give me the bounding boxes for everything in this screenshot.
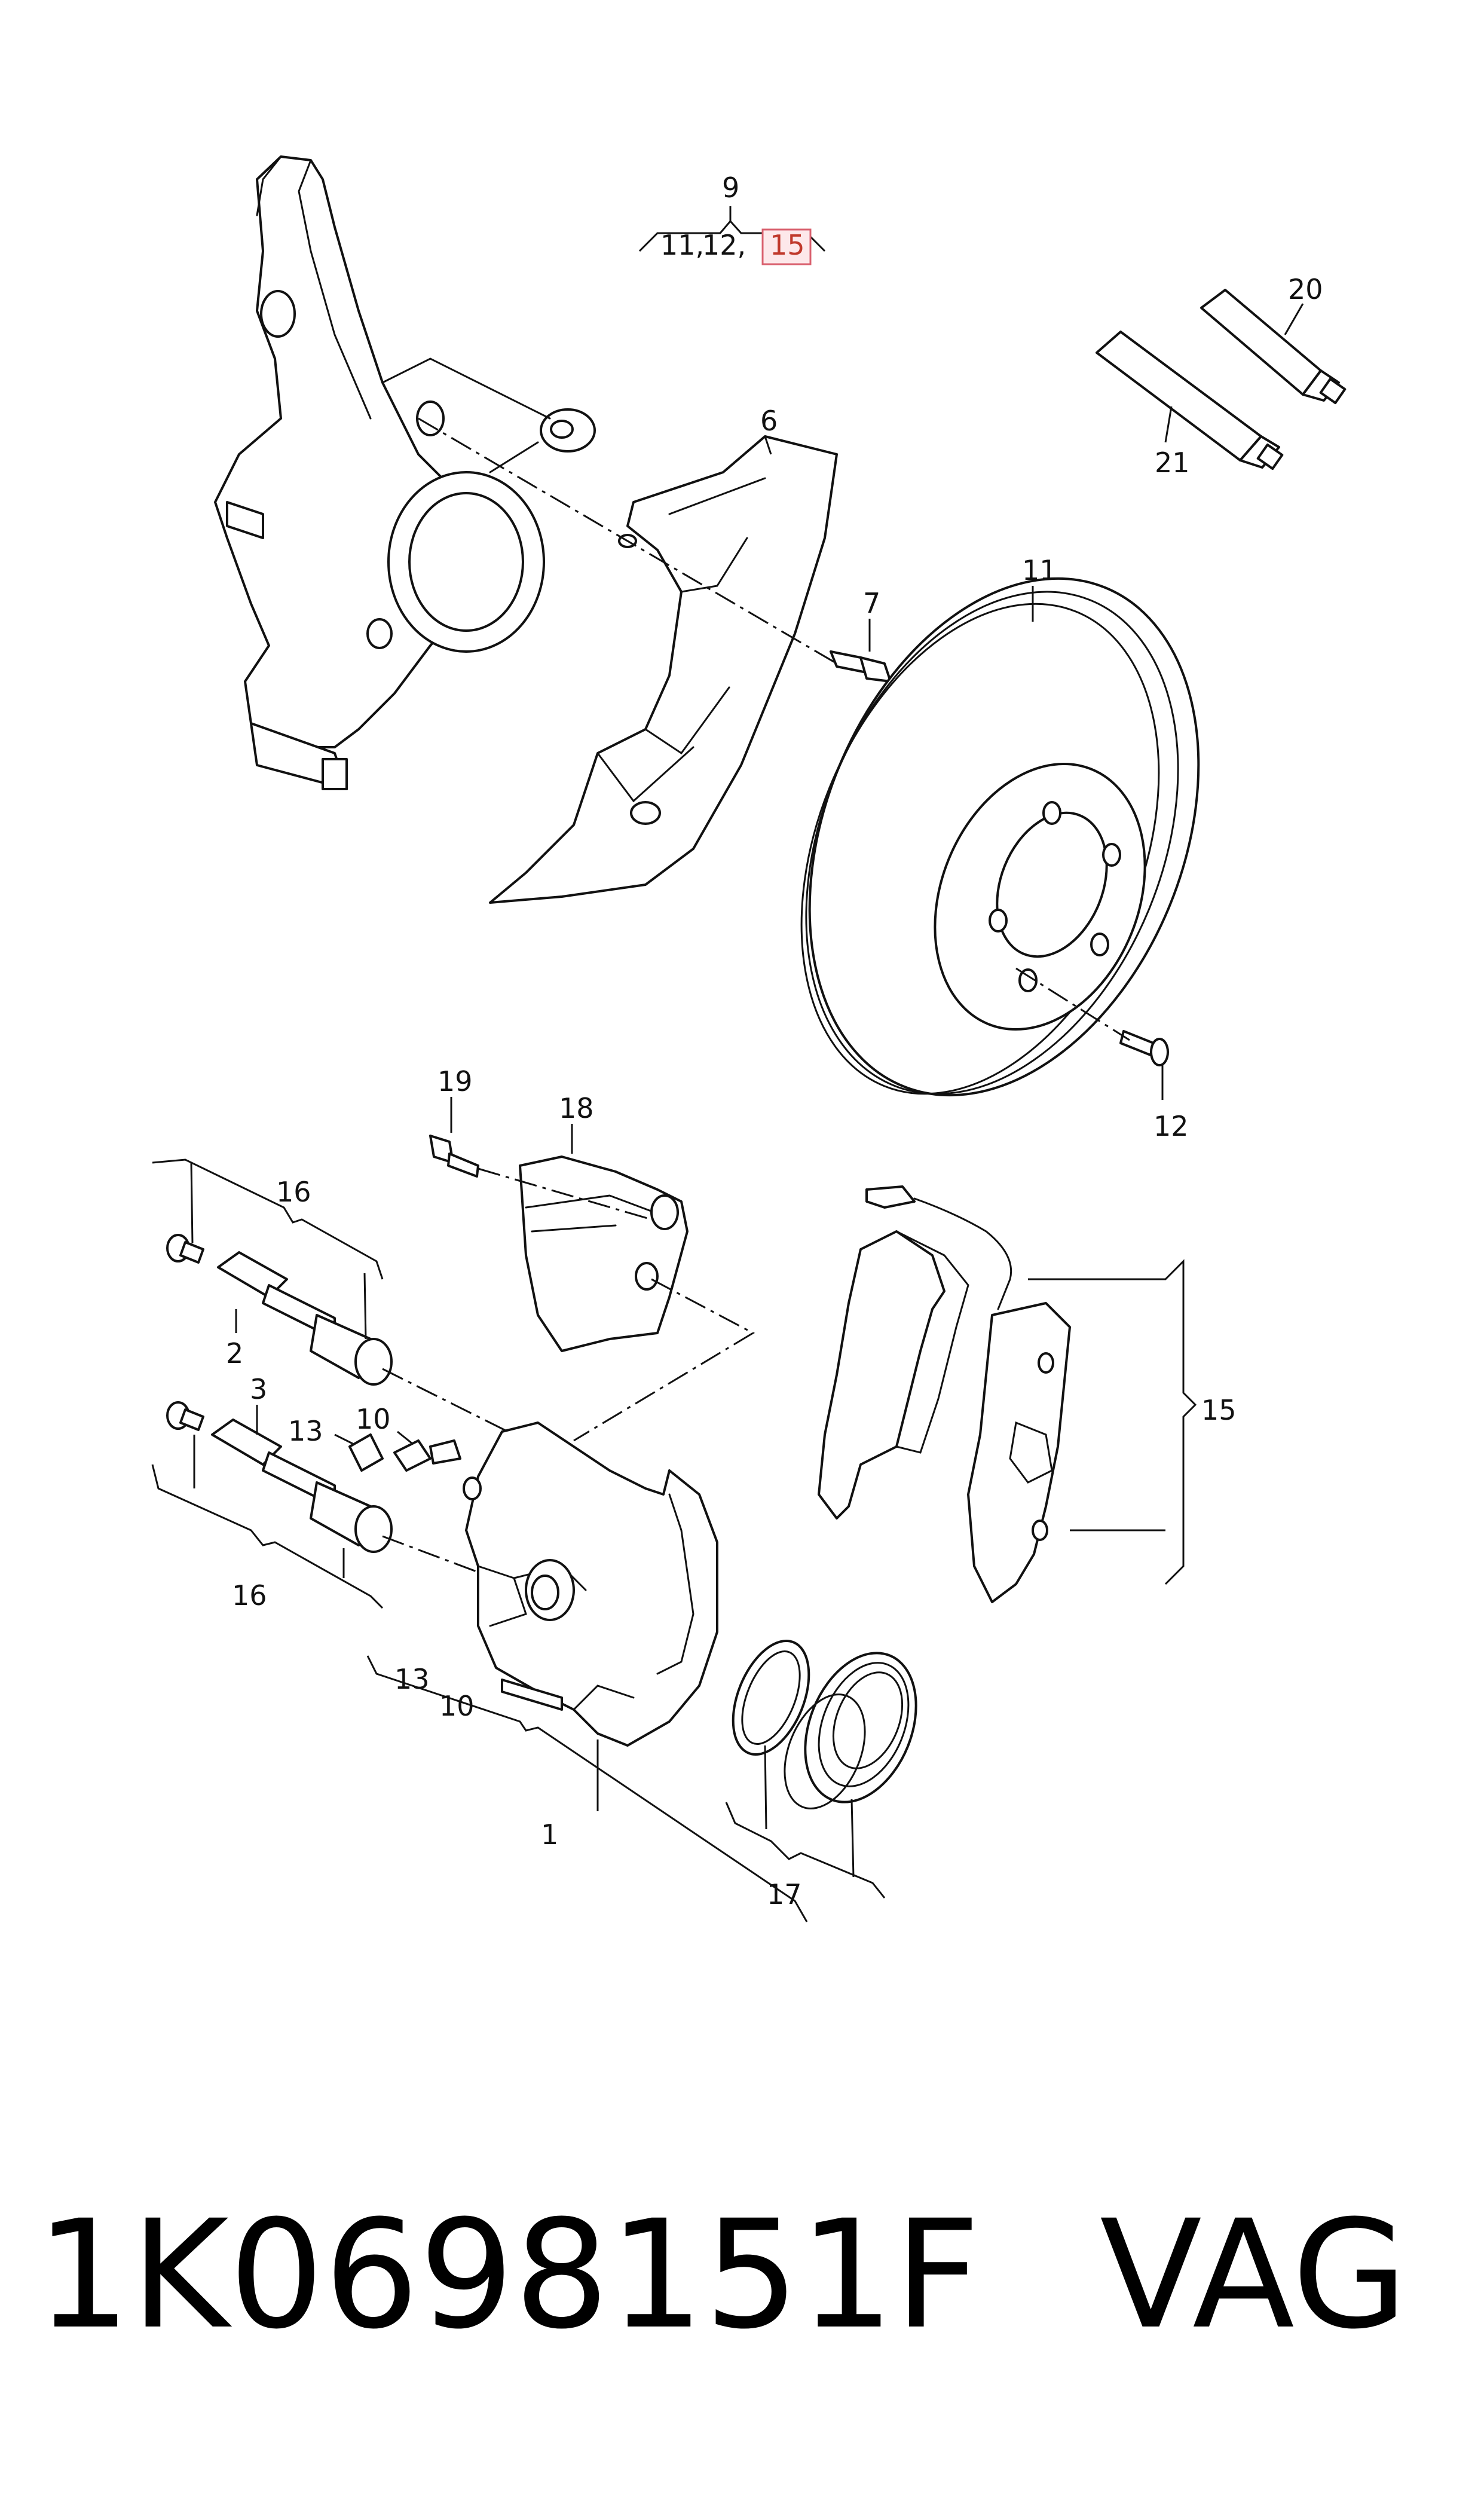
callout-2: 2 [226,1337,243,1369]
guide-pin-upper [166,1234,393,1386]
footer-caption: 1K0698151F VAG [36,2188,1458,2367]
pad-wear-sensor [865,1185,1012,1310]
shield-bolt [830,650,892,683]
callout-lines [151,206,1304,1922]
callout-13: 13 [394,1663,430,1695]
dust-cap [348,1433,384,1472]
highlight-box [761,228,812,265]
brand-name: VAG [1100,2188,1408,2362]
axis-line [478,1167,652,1221]
callout-20: 20 [1288,273,1323,305]
callout-9: 9 [722,172,739,204]
callout-13-valve-cap: 13 [288,1415,323,1447]
steering-knuckle [214,155,596,790]
callout-12-group: 12, [702,229,746,261]
callout-11: 11 [1022,554,1057,586]
callout-10-valve: 10 [356,1403,391,1435]
grease-tube [1200,289,1347,405]
piston-boot [784,1652,917,1809]
piston-seal [732,1640,810,1756]
axis-line [1015,967,1130,1041]
callout-17: 17 [767,1878,802,1910]
callout-21: 21 [1155,447,1190,479]
disc-screw [1119,1030,1169,1066]
brake-caliper [463,1421,718,1747]
brake-disc [800,577,1200,1097]
callout-15-highlighted[interactable]: 15 [770,229,805,261]
grease-tube [1096,331,1284,470]
guide-pin-lower [166,1401,393,1553]
caliper-heat-shield [519,1155,689,1352]
callout-12: 12 [1153,1110,1189,1142]
splash-shield [489,435,838,904]
brake-pad-inner [818,1230,969,1520]
callout-6: 6 [760,405,778,437]
callout-11-group: 11, [660,229,704,261]
brake-pad-outer [967,1302,1071,1603]
callout-10: 10 [439,1690,475,1722]
callout-7: 7 [863,587,880,619]
callout-15: 15 [1201,1394,1237,1426]
callout-18: 18 [559,1092,594,1124]
callout-1: 1 [541,1818,558,1851]
callout-16-lower: 16 [232,1579,267,1612]
bleed-valve [393,1439,461,1472]
caliper-bolt [429,1135,479,1178]
callout-16-upper: 16 [276,1176,311,1208]
axis-line [418,417,837,665]
callout-3: 3 [250,1373,267,1405]
axis-line [573,1278,755,1442]
part-number: 1K0698151F [36,2188,981,2362]
callout-19: 19 [437,1065,473,1097]
callout-labels: 9 11, 12, 15 20 21 6 7 11 12 19 18 16 2 … [226,172,1323,1910]
